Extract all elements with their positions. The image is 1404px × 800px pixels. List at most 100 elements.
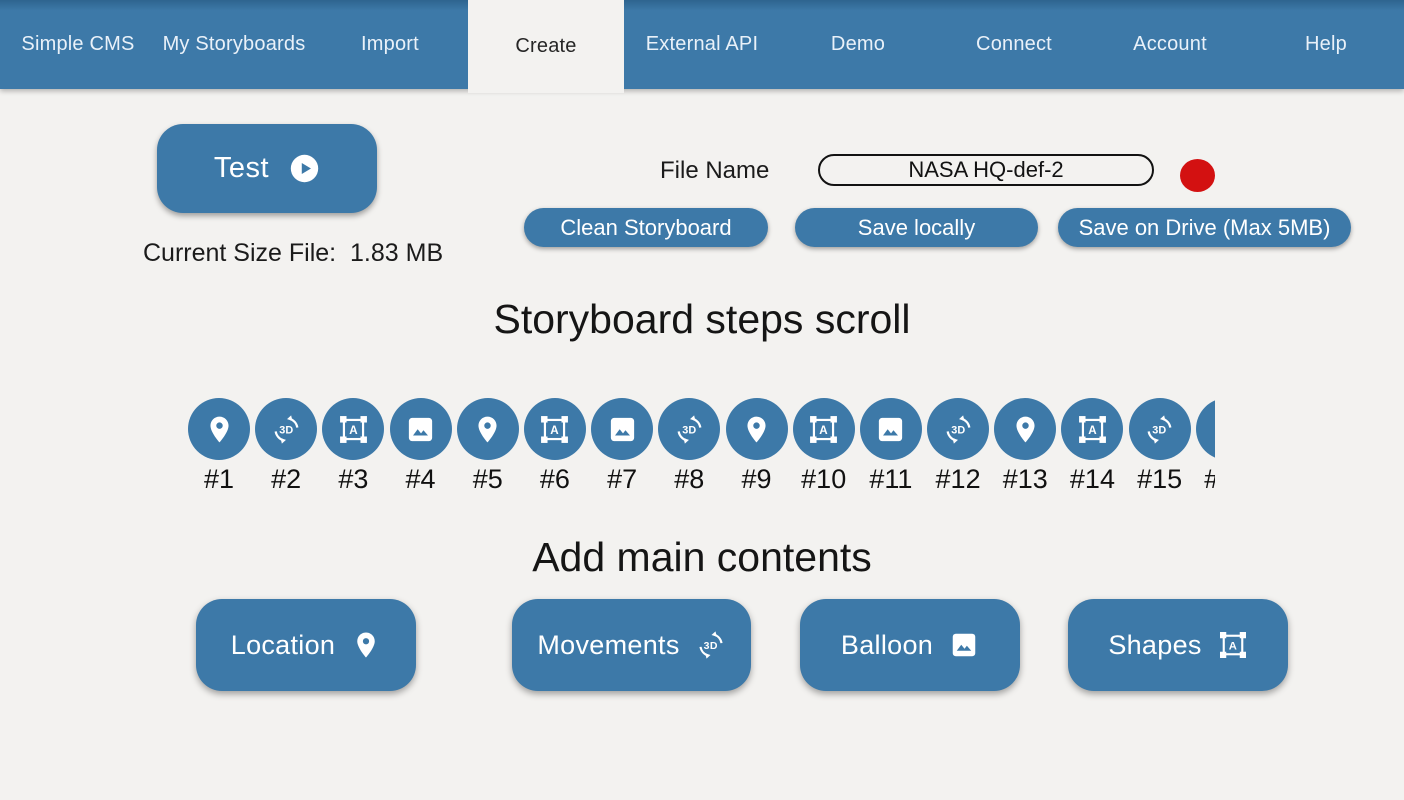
step-item-14: A #14	[1061, 398, 1128, 502]
step-label: #9	[741, 464, 772, 494]
step-button[interactable]: A	[1061, 398, 1124, 460]
save-on-drive-button[interactable]: Save on Drive (Max 5MB)	[1058, 208, 1351, 247]
nav-item-import[interactable]: Import	[312, 0, 468, 89]
step-button[interactable]	[456, 398, 519, 460]
step-button[interactable]: A	[523, 398, 586, 460]
step-label: #5	[472, 464, 503, 494]
image-icon	[949, 630, 979, 660]
step-label: #15	[1137, 464, 1183, 494]
step-label: #6	[539, 464, 570, 494]
step-item-5: #5	[456, 398, 524, 502]
current-size-value: 1.83 MB	[350, 239, 444, 267]
threed-icon: 3D	[943, 414, 974, 445]
save-locally-button[interactable]: Save locally	[795, 208, 1038, 247]
add-contents-section-title: Add main contents	[532, 534, 872, 580]
nav-item-label: Account	[1133, 33, 1207, 55]
step-item-10: A #10	[792, 398, 860, 502]
step-item-4: #4	[389, 398, 457, 502]
nav-item-external-api[interactable]: External API	[624, 0, 780, 89]
svg-text:3D: 3D	[682, 424, 696, 436]
nav-item-label: External API	[645, 33, 759, 55]
add-shapes-button[interactable]: Shapes A	[1068, 599, 1288, 691]
shapes-icon: A	[338, 414, 369, 445]
threed-icon: 3D	[271, 414, 302, 445]
step-label: #10	[801, 464, 847, 494]
nav-item-my-storyboards[interactable]: My Storyboards	[156, 0, 312, 89]
step-button[interactable]: 3D	[1128, 398, 1191, 460]
location-icon	[472, 414, 503, 445]
threed-icon: 3D	[696, 630, 726, 660]
step-label: #7	[607, 464, 638, 494]
step-label: #11	[869, 464, 913, 494]
current-size-label: Current Size File:	[143, 239, 337, 267]
file-name-input[interactable]	[818, 154, 1154, 186]
nav-item-label: Create	[515, 35, 577, 57]
shapes-icon: A	[808, 414, 839, 445]
step-button[interactable]	[1195, 398, 1215, 460]
step-item-12: 3D #12	[927, 398, 994, 502]
image-icon	[875, 414, 906, 445]
step-button[interactable]: 3D	[927, 398, 990, 460]
button-label: Movements	[537, 629, 680, 660]
button-label: Shapes	[1108, 629, 1202, 660]
location-icon	[204, 414, 235, 445]
step-label: #8	[674, 464, 705, 494]
step-label: #14	[1069, 464, 1115, 494]
svg-text:A: A	[551, 423, 560, 436]
nav-item-label: My Storyboards	[162, 33, 306, 55]
svg-text:3D: 3D	[279, 424, 293, 436]
image-icon	[405, 414, 436, 445]
svg-text:3D: 3D	[951, 424, 965, 436]
step-item-16: #16	[1195, 398, 1215, 502]
shapes-icon: A	[1218, 630, 1248, 660]
step-button[interactable]	[188, 398, 250, 460]
step-button[interactable]: 3D	[658, 398, 721, 460]
nav-item-label: Import	[361, 33, 419, 55]
clean-storyboard-button[interactable]: Clean Storyboard	[524, 208, 768, 247]
test-button[interactable]: Test	[157, 124, 377, 213]
nav-item-help[interactable]: Help	[1248, 0, 1404, 89]
tab-create[interactable]: Create	[468, 0, 624, 93]
step-item-15: 3D #15	[1128, 398, 1196, 502]
top-nav: Simple CMS My Storyboards Import Create Exte…	[0, 0, 1404, 93]
step-button[interactable]: A	[322, 398, 385, 460]
step-label: #16	[1196, 464, 1215, 495]
add-balloon-button[interactable]: Balloon	[800, 599, 1020, 691]
svg-text:3D: 3D	[703, 640, 717, 652]
step-item-3: A#3	[322, 398, 389, 502]
file-name-label: File Name	[660, 157, 770, 184]
svg-text:A: A	[349, 423, 358, 436]
location-icon	[1211, 414, 1215, 445]
add-location-button[interactable]: Location	[196, 599, 416, 691]
nav-item-demo[interactable]: Demo	[780, 0, 936, 89]
step-button[interactable]	[591, 398, 654, 460]
nav-item-label: Help	[1305, 33, 1347, 55]
nav-item-account[interactable]: Account	[1092, 0, 1248, 89]
step-item-1: #1	[188, 398, 255, 502]
step-button[interactable]: 3D	[255, 398, 318, 460]
shapes-icon: A	[1077, 414, 1108, 445]
svg-text:A: A	[819, 423, 828, 436]
step-button[interactable]	[859, 398, 922, 460]
step-button[interactable]: A	[792, 398, 855, 460]
step-button[interactable]	[725, 398, 788, 460]
play-icon	[289, 153, 320, 184]
nav-item-connect[interactable]: Connect	[936, 0, 1092, 89]
nav-item-label: Demo	[830, 33, 886, 55]
record-indicator-dot	[1180, 159, 1215, 192]
step-item-7: #7	[591, 398, 658, 502]
step-button[interactable]	[994, 398, 1057, 460]
location-icon	[1010, 414, 1041, 445]
location-icon	[351, 630, 381, 660]
svg-text:3D: 3D	[1152, 424, 1166, 436]
nav-item-simple-cms[interactable]: Simple CMS	[0, 0, 156, 89]
step-label: #12	[935, 464, 981, 494]
add-movements-button[interactable]: Movements 3D	[512, 599, 751, 691]
nav-item-label: Connect	[976, 33, 1052, 55]
test-button-label: Test	[213, 152, 270, 184]
step-item-6: A #6	[523, 398, 591, 502]
step-button[interactable]	[389, 398, 452, 460]
step-item-13: #13	[994, 398, 1061, 502]
button-label: Location	[230, 629, 336, 660]
